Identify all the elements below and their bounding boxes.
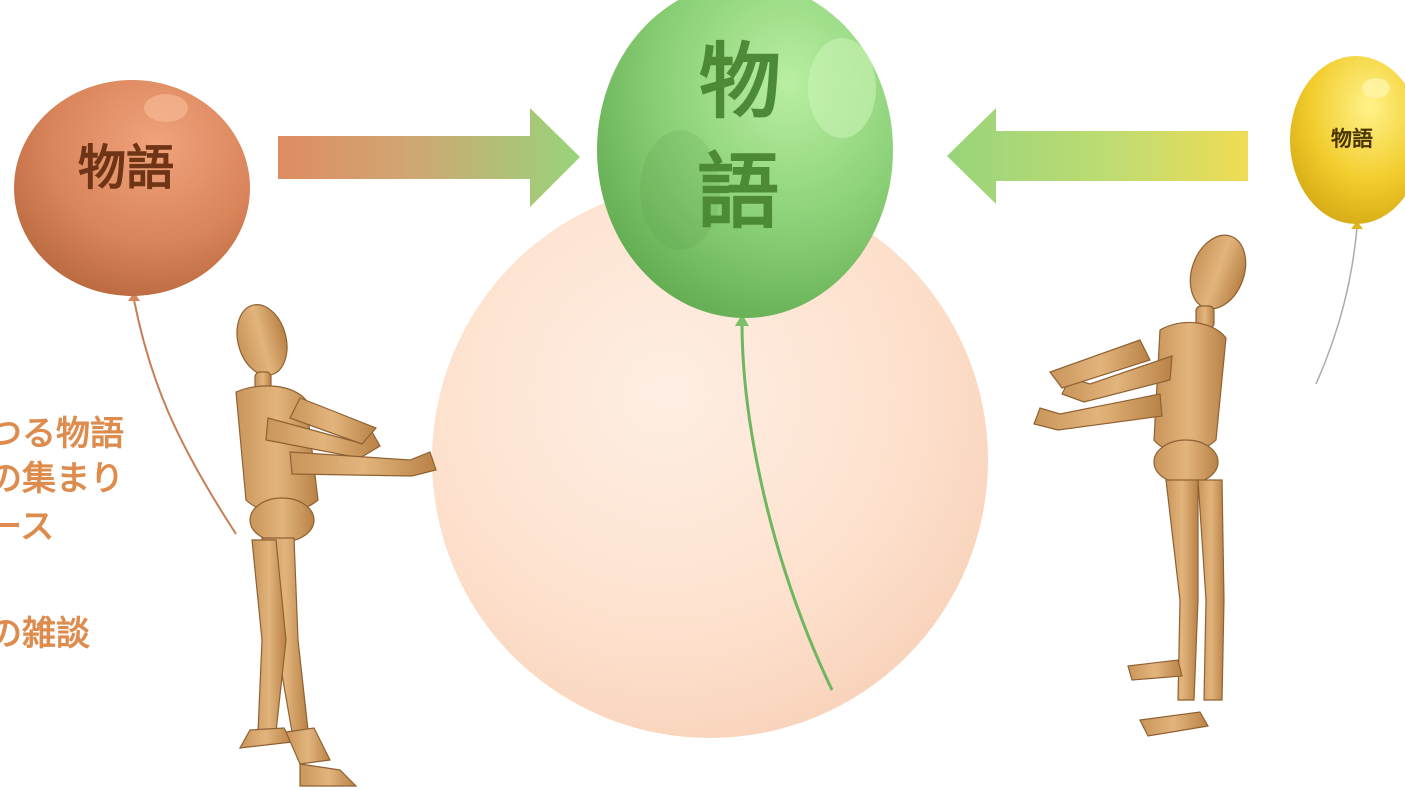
mannequin-figure: [1034, 227, 1255, 736]
balloon-right-label: 物語: [1331, 127, 1373, 151]
side-text-line-2: の集まり: [0, 459, 124, 499]
mannequin-figure: [230, 299, 436, 786]
balloon-right-string: [1316, 228, 1357, 384]
balloon-right: 物語: [1290, 56, 1405, 384]
side-text-line-4: の雑談: [0, 614, 91, 654]
arrow-right-icon: [278, 108, 580, 207]
side-text: つる物語 の集まり ース の雑談: [0, 414, 124, 654]
side-text-line-3: ース: [0, 507, 54, 547]
balloon-center-highlight: [808, 38, 876, 138]
balloon-left-label: 物語: [78, 140, 174, 196]
balloon-center-label-top: 物: [699, 35, 781, 130]
balloon-right-highlight: [1362, 78, 1390, 98]
balloon-center-label-bottom: 語: [697, 145, 779, 240]
balloon-left-highlight: [144, 94, 188, 122]
side-text-line-1: つる物語: [0, 414, 124, 454]
arrow-left-icon: [947, 108, 1248, 204]
balloon-left-string: [134, 300, 236, 534]
